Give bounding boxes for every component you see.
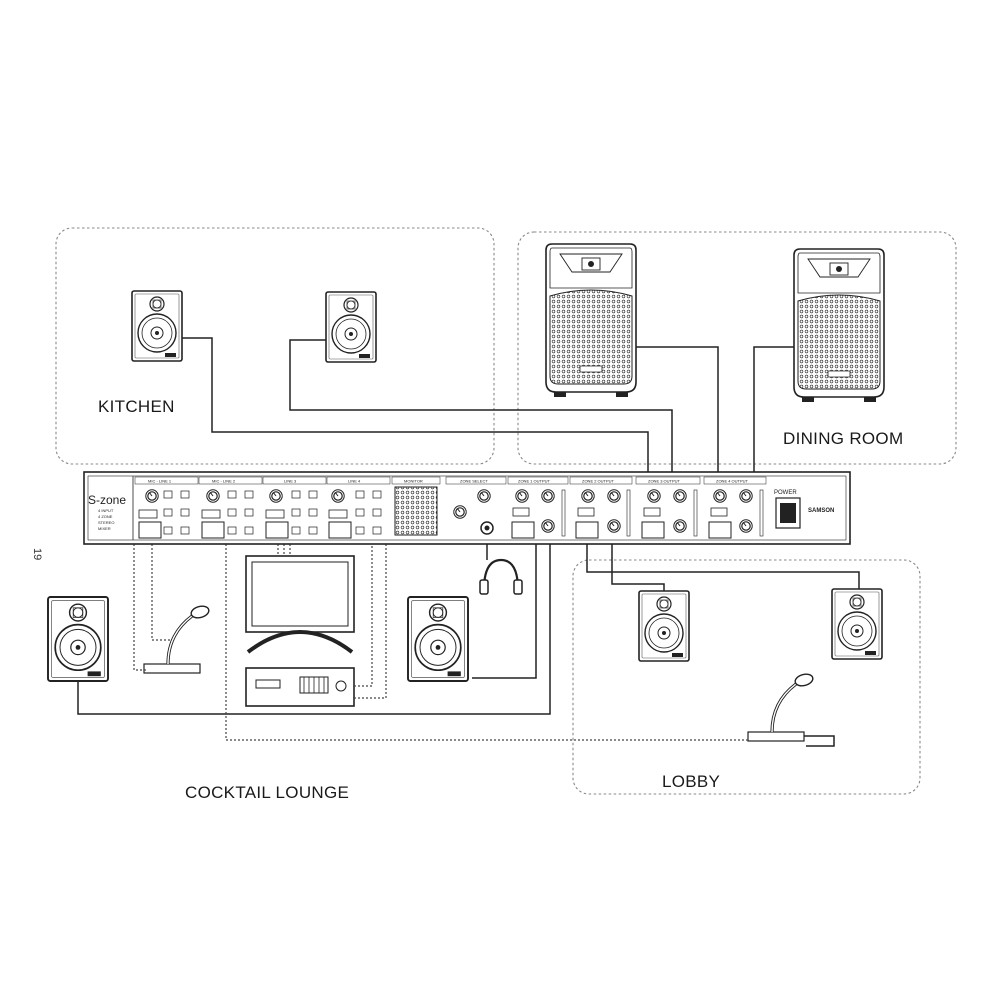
monitor-speaker-grille [394, 486, 438, 536]
ch3-volume-knob[interactable] [269, 489, 283, 503]
svg-text:LINE 3: LINE 3 [284, 479, 297, 484]
ch4-volume-knob[interactable] [331, 489, 345, 503]
power-label: POWER [774, 490, 797, 496]
mixer-brand-line5: MIXER [98, 526, 111, 531]
kitchen-label: KITCHEN [98, 397, 175, 416]
zone4-low-knob[interactable] [739, 519, 753, 533]
input-channel-3[interactable]: LINE 3 [262, 476, 327, 539]
mixer-brand-line4: STEREO [98, 520, 114, 525]
page-number: 19 [31, 548, 43, 560]
lounge-microphone [142, 602, 212, 675]
dining-pa-speaker-right [793, 248, 885, 403]
zone-output-1[interactable]: ZONE 1 OUTPUT [507, 476, 569, 539]
ch1-volume-knob[interactable] [145, 489, 159, 503]
lobby-speaker-left [638, 590, 690, 662]
dining-room-zone: DINING ROOM [517, 231, 957, 465]
power-section: POWER SAMSON [774, 490, 834, 529]
zone4-volume-knob[interactable] [713, 489, 727, 503]
manufacturer-logo: SAMSON [808, 508, 834, 514]
monitor-volume-knob[interactable] [453, 505, 467, 519]
zone3-volume-knob[interactable] [647, 489, 661, 503]
szone-mixer: S-zone 4 INPUT 4 ZONE STEREO MIXER MIC -… [83, 471, 851, 545]
dotted-cables [133, 544, 748, 741]
ch2-volume-knob[interactable] [206, 489, 220, 503]
zone2-high-knob[interactable] [607, 489, 621, 503]
svg-text:LINE 4: LINE 4 [348, 479, 361, 484]
tv-monitor [245, 555, 355, 654]
zone-output-2[interactable]: ZONE 2 OUTPUT [569, 476, 633, 539]
lobby-zone: LOBBY [572, 559, 921, 795]
dining-pa-speaker-left [545, 243, 637, 398]
svg-text:ZONE 1 OUTPUT: ZONE 1 OUTPUT [518, 479, 551, 484]
input-channel-1[interactable]: MIC - LINE 1 [134, 476, 199, 539]
mixer-brand-line3: 4 ZONE [98, 514, 113, 519]
mixer-brand-line2: 4 INPUT [98, 508, 114, 513]
input-channel-4[interactable]: LINE 4 [326, 476, 391, 539]
zone3-high-knob[interactable] [673, 489, 687, 503]
zone1-low-knob[interactable] [541, 519, 555, 533]
svg-text:MIC - LINE 2: MIC - LINE 2 [212, 479, 236, 484]
zone2-low-knob[interactable] [607, 519, 621, 533]
zone1-high-knob[interactable] [541, 489, 555, 503]
input-channel-2[interactable]: MIC - LINE 2 [198, 476, 263, 539]
svg-text:MIC - LINE 1: MIC - LINE 1 [148, 479, 172, 484]
mixer-brand-name: S-zone [88, 493, 126, 507]
svg-text:ZONE 2 OUTPUT: ZONE 2 OUTPUT [582, 479, 615, 484]
cocktail-lounge-label: COCKTAIL LOUNGE [185, 783, 349, 802]
kitchen-zone: KITCHEN [55, 227, 495, 465]
zone1-volume-knob[interactable] [515, 489, 529, 503]
zone-select-knob[interactable] [477, 489, 491, 503]
zone-output-4[interactable]: ZONE 4 OUTPUT [703, 476, 767, 539]
monitor-section: MONITOR ZONE SELECT [391, 476, 507, 536]
lobby-speaker-right [831, 588, 883, 660]
zone2-volume-knob[interactable] [581, 489, 595, 503]
kitchen-speaker-right [325, 291, 377, 363]
solid-cables [77, 337, 860, 747]
power-switch[interactable] [780, 503, 796, 523]
zone4-high-knob[interactable] [739, 489, 753, 503]
svg-text:ZONE 4 OUTPUT: ZONE 4 OUTPUT [716, 479, 749, 484]
headphones-icon [479, 558, 523, 595]
svg-text:ZONE 3 OUTPUT: ZONE 3 OUTPUT [648, 479, 681, 484]
lounge-speaker-right [407, 596, 469, 682]
svg-text:ZONE SELECT: ZONE SELECT [460, 479, 488, 484]
lobby-microphone [746, 670, 816, 743]
kitchen-speaker-left [131, 290, 183, 362]
zone-output-3[interactable]: ZONE 3 OUTPUT [635, 476, 701, 539]
lobby-label: LOBBY [662, 772, 720, 791]
svg-text:MONITOR: MONITOR [404, 479, 423, 484]
lounge-speaker-left [47, 596, 109, 682]
media-player [245, 667, 355, 707]
dining-room-label: DINING ROOM [783, 429, 903, 448]
zone3-low-knob[interactable] [673, 519, 687, 533]
